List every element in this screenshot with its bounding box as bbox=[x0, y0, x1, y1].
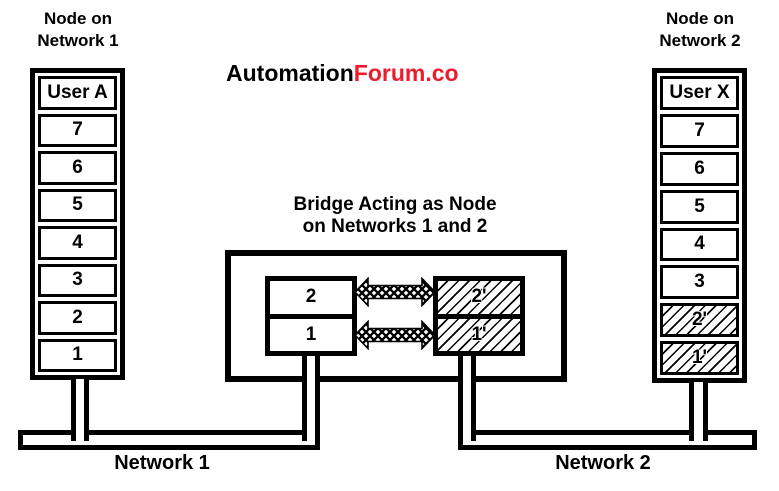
right-stack-cell-5: 5 bbox=[660, 189, 739, 224]
right-stack-cell-7: 7 bbox=[660, 113, 739, 148]
network2-label: Network 2 bbox=[555, 452, 651, 474]
logo-text-red: Forum.co bbox=[353, 60, 459, 86]
left-protocol-stack: User A 7 6 5 4 3 2 1 bbox=[30, 68, 125, 380]
left-stack-cell-6: 6 bbox=[38, 151, 117, 185]
network1-label: Network 1 bbox=[114, 452, 210, 474]
bridge-left-cell-2: 2 bbox=[270, 281, 352, 319]
logo: AutomationForum.co bbox=[226, 60, 459, 87]
right-stack-cell-1prime: 1' bbox=[660, 341, 739, 375]
left-node-drop-connector bbox=[71, 379, 89, 441]
logo-text-black: Automation bbox=[226, 60, 354, 86]
crosshatch-arrow-upper bbox=[354, 277, 436, 307]
left-stack-cell-4: 4 bbox=[38, 226, 117, 260]
right-node-drop-connector bbox=[689, 382, 708, 441]
network2-bus bbox=[458, 430, 757, 450]
right-stack-cell-4: 4 bbox=[660, 227, 739, 262]
left-stack-cell-3: 3 bbox=[38, 263, 117, 297]
right-protocol-stack: User X 7 6 5 4 3 2' 1' bbox=[652, 68, 747, 383]
bridge-left-stack: 2 1 bbox=[265, 276, 357, 356]
bridge-right-stack: 2' 1' bbox=[433, 276, 525, 356]
bridge-left-cell-1: 1 bbox=[305, 323, 317, 345]
network1-bus bbox=[18, 430, 320, 450]
right-stack-cell-3: 3 bbox=[660, 265, 739, 300]
crosshatch-arrow-lower bbox=[354, 320, 436, 350]
right-stack-cell-2prime: 2' bbox=[660, 303, 739, 338]
left-node-title: Node on Network 1 bbox=[37, 9, 119, 50]
bridge-right-cell-2prime: 2' bbox=[438, 281, 520, 319]
bridge-title: Bridge Acting as Node on Networks 1 and … bbox=[293, 194, 497, 237]
left-stack-cell-5: 5 bbox=[38, 188, 117, 222]
left-stack-cell-7: 7 bbox=[38, 113, 117, 147]
right-node-title: Node on Network 2 bbox=[659, 9, 741, 50]
left-stack-cell-2: 2 bbox=[38, 301, 117, 335]
left-stack-cell-user: User A bbox=[38, 76, 117, 110]
bridge-right-drop-connector bbox=[458, 356, 476, 441]
bridge-right-cell-1prime: 1' bbox=[438, 318, 520, 351]
right-stack-cell-user: User X bbox=[660, 76, 739, 110]
left-stack-cell-1: 1 bbox=[38, 338, 117, 372]
bridge-left-drop-connector bbox=[302, 356, 320, 441]
right-stack-cell-6: 6 bbox=[660, 151, 739, 186]
